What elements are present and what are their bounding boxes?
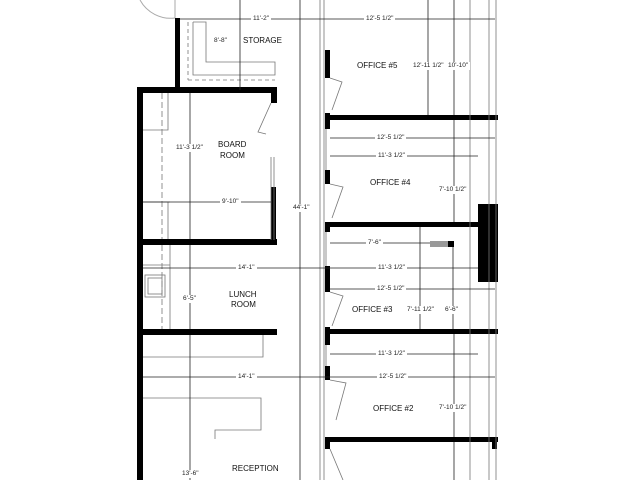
dim-office3-h1: 7'-11 1/2": [405, 306, 436, 314]
dim-reception-width: 14'-1": [236, 373, 257, 381]
room-label-reception: RECEPTION: [232, 464, 279, 473]
dim-office3-w2: 12'-5 1/2": [375, 285, 407, 293]
dim-office5-h1: 12'-11 1/2": [411, 62, 446, 70]
room-label-office-4: OFFICE #4: [370, 178, 411, 187]
room-label-office-3: OFFICE #3: [352, 305, 393, 314]
room-label-lunch: LUNCH: [229, 290, 257, 299]
dim-office4-h: 7'-10 1/2": [437, 186, 469, 194]
room-label-lunch-room: ROOM: [231, 300, 256, 309]
room-label-board-room: ROOM: [220, 151, 245, 160]
room-label-board: BOARD: [218, 140, 247, 149]
walls: [137, 18, 498, 480]
dim-office2-w1: 11'-3 1/2": [376, 350, 407, 358]
dim-lunch-height: 6'-5": [181, 295, 198, 303]
dim-reception-height: 13'-6": [180, 470, 201, 478]
dim-board-width: 9'-10": [220, 198, 241, 206]
dim-office3-w0: 7'-6": [366, 239, 383, 247]
dim-board-height: 11'-3 1/2": [174, 144, 205, 152]
room-label-office-5: OFFICE #5: [357, 61, 398, 70]
dim-office3-h2: 6'-6": [443, 306, 460, 314]
dim-office4-w1: 12'-5 1/2": [375, 134, 407, 142]
dim-office2-w2: 12'-5 1/2": [377, 373, 409, 381]
counter: [430, 241, 448, 247]
room-label-storage: STORAGE: [243, 36, 282, 45]
dim-top-width: 11'-2": [251, 15, 272, 23]
dim-office2-h: 7'-10 1/2": [437, 404, 469, 412]
dim-corridor-length: 44'-1": [291, 204, 312, 212]
room-label-office-2: OFFICE #2: [373, 404, 414, 413]
dim-storage-height: 8'-8": [212, 37, 229, 45]
door-swing: [139, 0, 176, 19]
dim-office4-w2: 11'-3 1/2": [376, 152, 407, 160]
dim-office3-w1: 11'-3 1/2": [376, 264, 407, 272]
dim-office5-width: 12'-5 1/2": [364, 15, 396, 23]
dim-lunch-width: 14'-1": [236, 264, 257, 272]
dim-office5-h2: 10'-10": [446, 62, 471, 70]
